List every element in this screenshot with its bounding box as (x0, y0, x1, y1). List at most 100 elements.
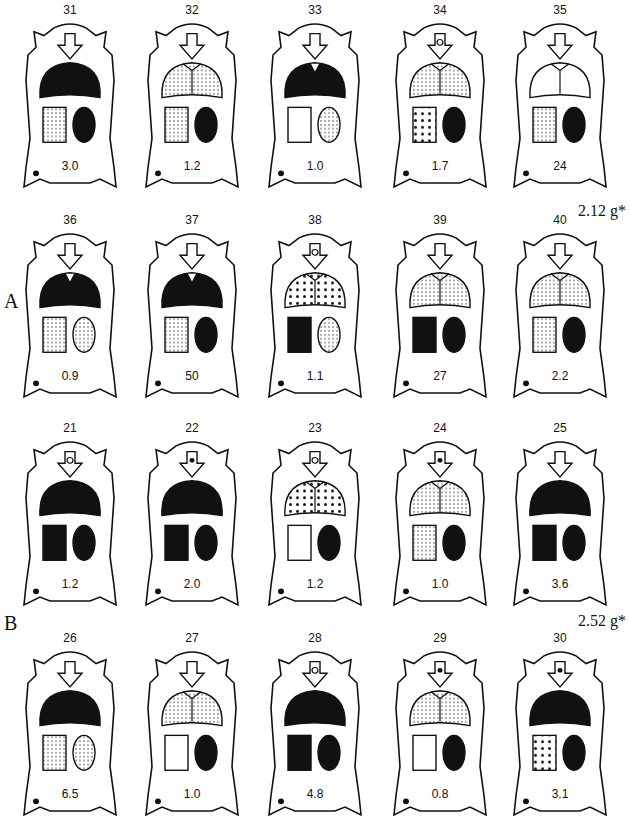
tail-dot (33, 170, 39, 176)
injection-arrow (303, 34, 327, 59)
animal-outline-figure (514, 652, 606, 815)
arrow-mark (438, 458, 443, 463)
measured-value: 2.2 (530, 370, 590, 383)
specimen-number: 27 (162, 632, 222, 645)
animal-outline-figure (394, 652, 486, 815)
body-outline (514, 442, 606, 605)
injection-arrow (428, 662, 452, 687)
measured-value: 1.0 (285, 160, 345, 173)
body-outline (269, 652, 361, 815)
injection-arrow (180, 34, 204, 59)
specimen-number: 38 (285, 214, 345, 227)
tail-dot (403, 798, 409, 804)
thorax-organ (410, 63, 470, 98)
arrow-mark (312, 457, 318, 463)
specimen-number: 31 (40, 4, 100, 17)
injection-arrow (58, 34, 82, 59)
thorax-organ (410, 691, 470, 726)
lung-lobes (183, 692, 201, 722)
kidney-rect (533, 317, 556, 352)
body-outline (24, 24, 116, 187)
tail-dot (403, 380, 409, 386)
lung-lobes (551, 64, 569, 94)
tail-dot (403, 170, 409, 176)
measured-value: 0.8 (410, 788, 470, 801)
body-outline (394, 652, 486, 815)
body-outline (146, 24, 238, 187)
kidney-oval (318, 525, 340, 560)
organ-notch (66, 274, 74, 282)
kidney-rect (533, 525, 556, 560)
arrow-mark (438, 668, 443, 673)
specimen-number: 23 (285, 422, 345, 435)
organ-notch (311, 64, 319, 72)
specimen-number: 28 (285, 632, 345, 645)
body-outline (146, 234, 238, 397)
arrow-mark (312, 249, 318, 255)
body-outline (269, 442, 361, 605)
thorax-organ (162, 481, 222, 516)
body-outline (24, 442, 116, 605)
animal-outline-figure (24, 652, 116, 815)
tail-dot (155, 798, 161, 804)
lung-lobes (306, 482, 324, 512)
specimen-number: 34 (410, 4, 470, 17)
measured-value: 1.0 (410, 578, 470, 591)
kidney-oval (443, 317, 465, 352)
tail-dot (523, 798, 529, 804)
thorax-organ (40, 63, 100, 98)
kidney-oval (563, 317, 585, 352)
animal-outline-figure (269, 652, 361, 815)
kidney-oval (443, 735, 465, 770)
kidney-rect (165, 107, 188, 142)
specimen-number: 21 (40, 422, 100, 435)
lung-lobes (431, 64, 449, 94)
arrow-mark (312, 667, 318, 673)
tail-dot (278, 170, 284, 176)
kidney-oval (73, 735, 95, 770)
animal-outline-figure (394, 442, 486, 605)
thorax-organ (530, 63, 590, 98)
injection-arrow (548, 662, 572, 687)
body-outline (146, 652, 238, 815)
arrow-mark (190, 458, 195, 463)
thorax-organ (162, 63, 222, 98)
thorax-organ (410, 481, 470, 516)
arrow-mark (437, 39, 443, 45)
specimen-number: 37 (162, 214, 222, 227)
measured-value: 2.0 (162, 578, 222, 591)
kidney-rect (43, 525, 66, 560)
tail-dot (33, 588, 39, 594)
measured-value: 1.2 (162, 160, 222, 173)
animal-outline-figure (514, 24, 606, 187)
specimen-number: 22 (162, 422, 222, 435)
specimen-number: 24 (410, 422, 470, 435)
injection-arrow (180, 452, 204, 477)
kidney-rect (43, 107, 66, 142)
measured-value: 6.5 (40, 788, 100, 801)
injection-arrow (428, 34, 452, 59)
measured-value: 3.0 (40, 160, 100, 173)
thorax-organ (285, 273, 345, 308)
kidney-oval (73, 317, 95, 352)
injection-arrow (428, 244, 452, 269)
tail-dot (523, 588, 529, 594)
group-letter: A (4, 290, 18, 312)
tail-dot (33, 380, 39, 386)
measured-value: 0.9 (40, 370, 100, 383)
kidney-oval (563, 735, 585, 770)
tail-dot (278, 380, 284, 386)
body-weight-note: 2.12 g* (560, 202, 626, 220)
injection-arrow (58, 244, 82, 269)
injection-arrow (303, 452, 327, 477)
kidney-oval (195, 735, 217, 770)
lung-lobes (306, 274, 324, 304)
tail-dot (278, 588, 284, 594)
kidney-oval (73, 107, 95, 142)
tail-dot (523, 380, 529, 386)
animal-outline-figure (146, 234, 238, 397)
measured-value: 1.2 (40, 578, 100, 591)
kidney-rect (288, 107, 311, 142)
thorax-organ (530, 481, 590, 516)
specimen-number: 36 (40, 214, 100, 227)
